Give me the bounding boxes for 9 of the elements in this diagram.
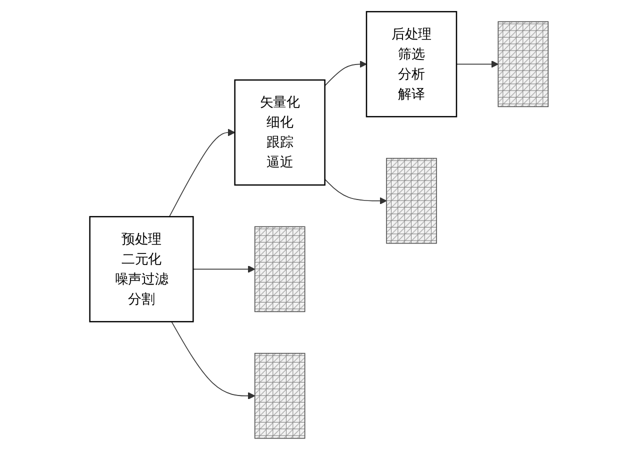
node-box: 后处理 筛选 分析 解译 — [366, 10, 458, 117]
arrow — [168, 128, 236, 217]
arrow — [171, 320, 256, 399]
arrow — [456, 60, 498, 68]
arrow — [192, 265, 256, 272]
arrow — [324, 178, 387, 204]
node-box: 矢量化 细化 跟踪 逼近 — [234, 78, 326, 186]
node-box: 预处理 二元化 噪声过滤 分割 — [89, 216, 194, 322]
arrow — [324, 60, 367, 86]
